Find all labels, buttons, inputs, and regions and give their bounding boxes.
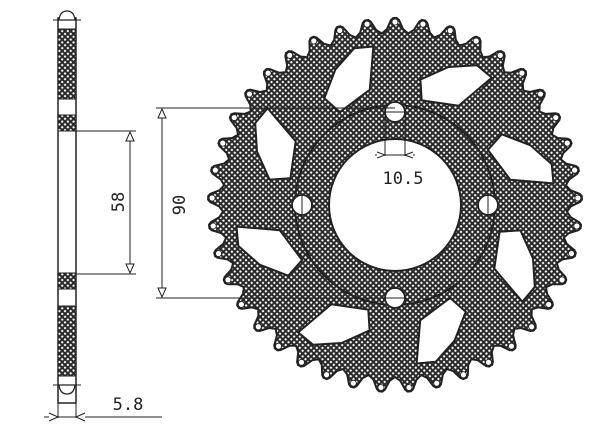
sprocket-front-view [207, 17, 583, 393]
dimension-label-58: 58 [109, 192, 129, 212]
dimension-90: 90 [156, 107, 395, 299]
dimension-58: 58 [76, 130, 136, 275]
dimension-5-8: 5.8 [44, 395, 162, 422]
dimension-label-10-5: 10.5 [383, 169, 424, 189]
side-profile-view [53, 10, 81, 404]
dimension-label-90: 90 [170, 195, 190, 215]
dimension-label-5-8: 5.8 [113, 395, 144, 415]
dimension-10-5: 10.5 [375, 112, 423, 189]
